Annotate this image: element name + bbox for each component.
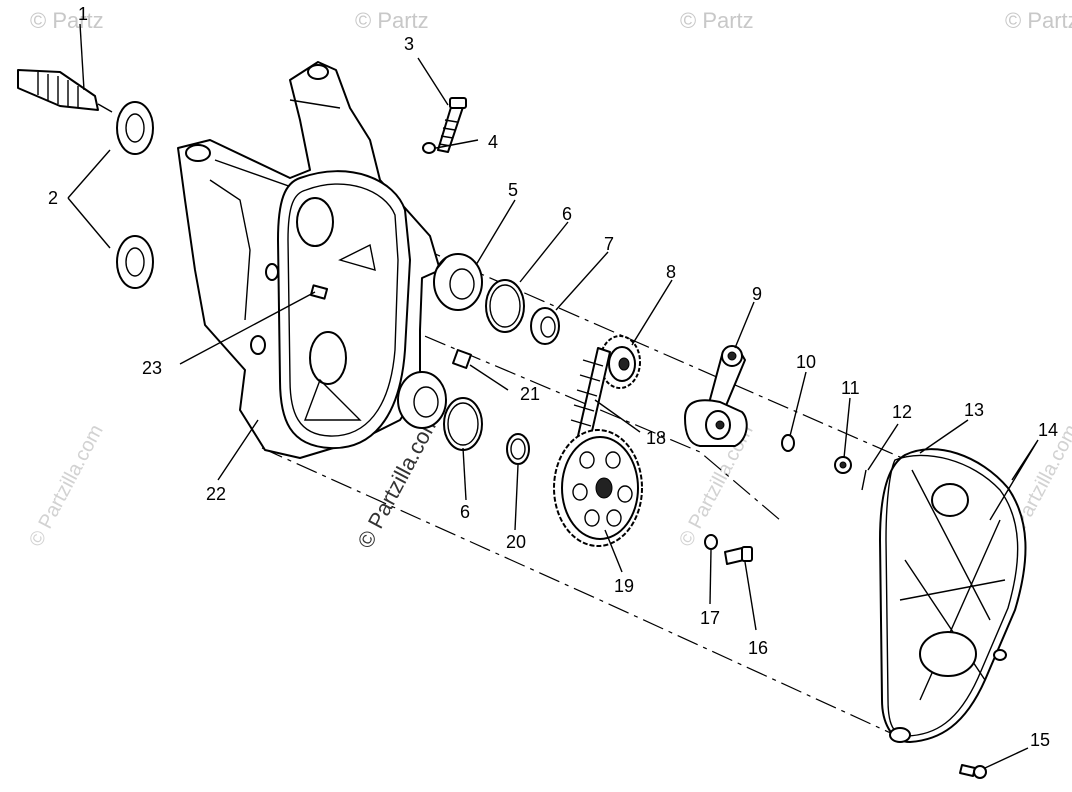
part-1-shaft bbox=[17, 69, 113, 113]
callout-14: 14 bbox=[1038, 420, 1058, 440]
watermark-top-3: © Partz bbox=[680, 8, 754, 33]
callout-8: 8 bbox=[666, 262, 676, 282]
part-6-ring-upper bbox=[485, 279, 525, 333]
part-11-nut bbox=[834, 456, 852, 474]
callout-16: 16 bbox=[748, 638, 768, 658]
callout-13: 13 bbox=[964, 400, 984, 420]
callout-12: 12 bbox=[892, 402, 912, 422]
callout-3: 3 bbox=[404, 34, 414, 54]
callout-23: 23 bbox=[142, 358, 162, 378]
part-6-ring-lower bbox=[443, 397, 483, 451]
part-21-nut bbox=[452, 349, 472, 369]
callout-15: 15 bbox=[1030, 730, 1050, 750]
part-17-washer bbox=[704, 534, 718, 550]
part-15-bolt bbox=[959, 764, 987, 779]
part-9-tensioner bbox=[684, 345, 748, 447]
callout-labels: 1 2 3 4 5 6 6 7 8 9 10 11 12 13 14 15 16… bbox=[48, 4, 1058, 750]
part-3-bolt bbox=[437, 97, 467, 153]
part-5-bearing bbox=[433, 253, 483, 311]
callout-6-upper: 6 bbox=[562, 204, 572, 224]
callout-17: 17 bbox=[700, 608, 720, 628]
callout-9: 9 bbox=[752, 284, 762, 304]
callout-10: 10 bbox=[796, 352, 816, 372]
assembly-centerline-bottom bbox=[261, 447, 896, 736]
part-10-washer bbox=[781, 434, 795, 452]
callout-21: 21 bbox=[520, 384, 540, 404]
callout-6-lower: 6 bbox=[460, 502, 470, 522]
part-12-pin bbox=[861, 469, 867, 491]
part-19-large-sprocket bbox=[553, 429, 643, 547]
part-7-bushing bbox=[530, 307, 560, 345]
callout-19: 19 bbox=[614, 576, 634, 596]
part-4-nut bbox=[422, 142, 436, 154]
part-14-cover bbox=[879, 448, 1027, 743]
part-2-seals bbox=[116, 101, 154, 289]
callout-22: 22 bbox=[206, 484, 226, 504]
callout-7: 7 bbox=[604, 234, 614, 254]
callout-4: 4 bbox=[488, 132, 498, 152]
part-20-washer bbox=[506, 433, 530, 465]
callout-18: 18 bbox=[646, 428, 666, 448]
part-bearing-lower bbox=[397, 371, 447, 429]
leader-lines bbox=[67, 23, 1039, 769]
watermark-top-4: © Partz bbox=[1005, 8, 1072, 33]
assembly-centerline-top bbox=[384, 231, 926, 469]
part-22-chaincase-housing bbox=[177, 61, 441, 459]
watermark-top-1: © Partz bbox=[30, 8, 104, 33]
watermark-left: © Partzilla.com bbox=[25, 421, 108, 550]
part-8-sprocket bbox=[599, 335, 641, 389]
callout-11: 11 bbox=[841, 378, 860, 398]
watermark-top-2: © Partz bbox=[355, 8, 429, 33]
callout-5: 5 bbox=[508, 180, 518, 200]
callout-2: 2 bbox=[48, 188, 58, 208]
callout-1: 1 bbox=[78, 4, 88, 24]
callout-20: 20 bbox=[506, 532, 526, 552]
part-18-chain bbox=[570, 347, 611, 441]
part-23-stud bbox=[309, 284, 329, 300]
part-16-bolt bbox=[724, 546, 753, 565]
